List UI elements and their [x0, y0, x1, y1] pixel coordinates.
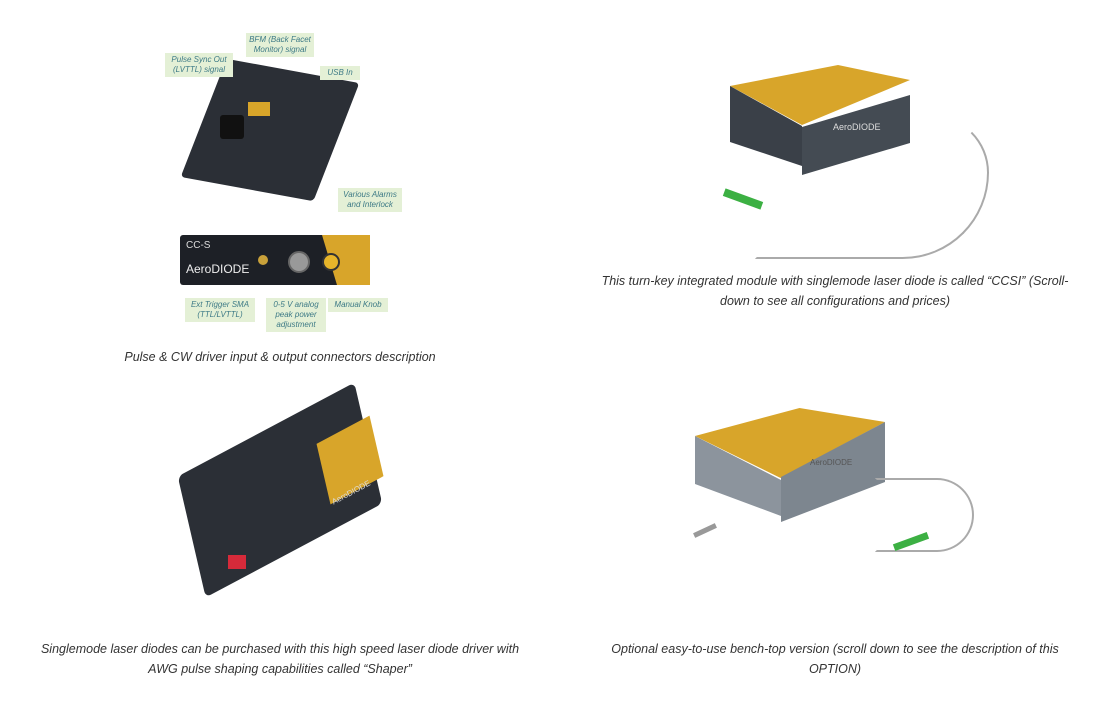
benchtop-brand-text: AeroDIODE: [810, 458, 853, 467]
ccsi-module-image: AeroDIODE: [715, 55, 990, 259]
sma-connector: [258, 255, 268, 265]
shaper-red-button: [228, 555, 246, 569]
manual-knob: [322, 253, 340, 271]
shaper-driver-image: AeroDIODE: [150, 382, 410, 600]
label-usb: USB In: [320, 66, 360, 80]
analog-connector: [288, 251, 310, 273]
key-icon: [693, 523, 717, 538]
figure-caption-line2: OPTION): [808, 662, 862, 676]
label-bfm: BFM (Back Facet Monitor) signal: [246, 33, 314, 57]
label-pulse-sync: Pulse Sync Out (LVTTL) signal: [165, 53, 233, 77]
benchtop-version-image: AeroDIODE: [685, 398, 980, 573]
label-analog: 0-5 V analog peak power adjustment: [266, 298, 326, 332]
figure-caption-line1: Singlemode laser diodes can be purchased…: [40, 642, 520, 656]
board-fan: [220, 115, 244, 139]
fiber-cable: [875, 478, 974, 552]
connectors-diagram-image: CC-S AeroDIODE Pulse Sync Out (LVTTL) si…: [160, 30, 410, 340]
figure-caption-line1: Optional easy-to-use bench-top version (…: [611, 642, 1059, 656]
figure-caption-line2: down to see all configurations and price…: [720, 294, 950, 308]
device-model-text: CC-S: [186, 240, 211, 251]
figure-caption-line2: AWG pulse shaping capabilities called “S…: [148, 662, 412, 676]
fiber-cable: [755, 115, 989, 259]
driver-board-top: [180, 58, 360, 202]
device-brand-text: AeroDIODE: [186, 262, 250, 276]
label-ext-trigger: Ext Trigger SMA (TTL/LVTTL): [185, 298, 255, 322]
figure-caption-line1: This turn-key integrated module with sin…: [601, 274, 1069, 288]
figure-caption: Pulse & CW driver input & output connect…: [124, 350, 436, 364]
label-alarms: Various Alarms and Interlock: [338, 188, 402, 212]
board-connector: [248, 102, 270, 116]
label-knob: Manual Knob: [328, 298, 388, 312]
